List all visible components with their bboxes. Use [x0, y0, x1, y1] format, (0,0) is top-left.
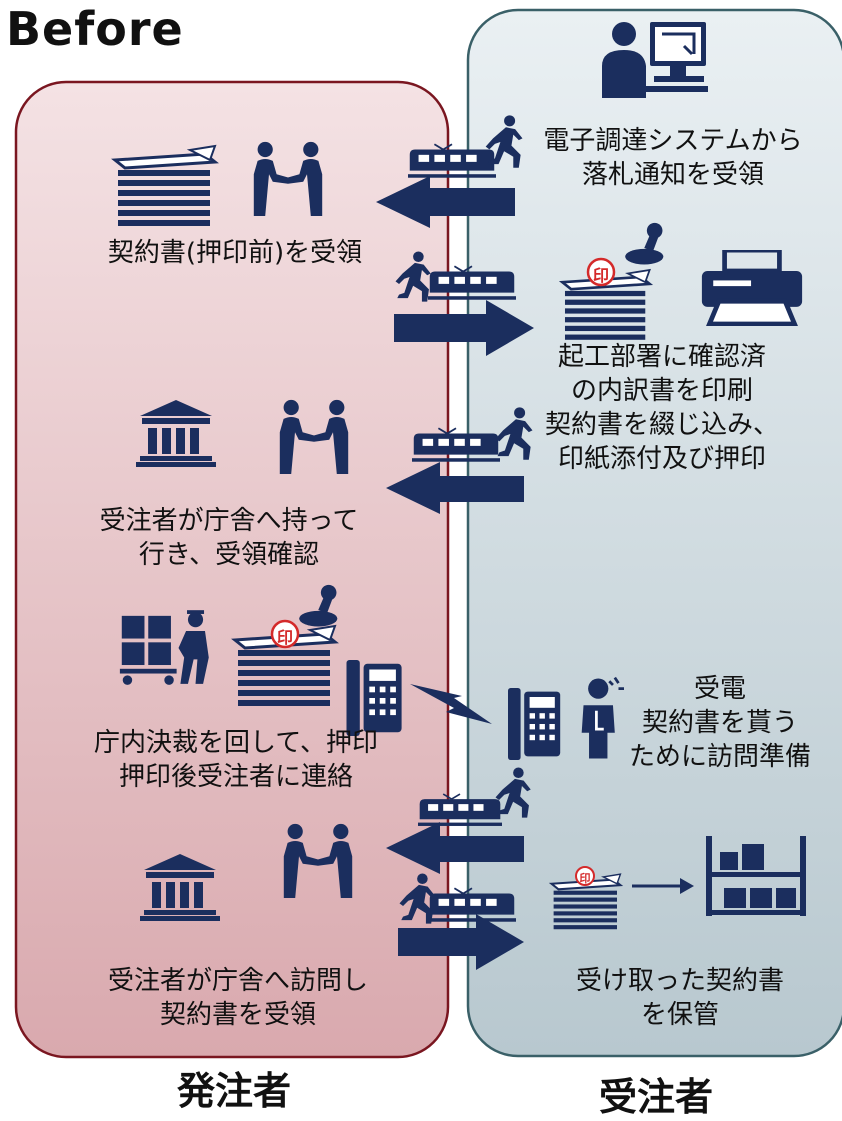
phone-icon — [346, 660, 402, 736]
step-label-phone-prepare: 受電 契約書を貰う ために訪問準備 — [628, 674, 811, 772]
arrow-left-1 — [376, 176, 515, 228]
step-label-internal-approval: 庁内決裁を回して、押印 押印後受注者に連絡 — [94, 728, 378, 792]
orderer-lane — [14, 80, 450, 1059]
storage-arrow-head — [680, 878, 694, 894]
seal-mark — [586, 257, 616, 287]
lightning-icon — [410, 684, 492, 724]
arrow-right-2 — [398, 914, 524, 970]
seal-mark — [575, 866, 595, 886]
seal-glyph: 印 — [580, 872, 591, 885]
step-label-award-notice: 電子調達システムから 落札通知を受領 — [543, 126, 803, 190]
step-label-deliver-confirm: 受注者が庁舎へ持って 行き、受領確認 — [99, 506, 359, 570]
arrow-right-1 — [394, 300, 534, 356]
arrow-left-2 — [386, 462, 524, 514]
paper-stack-icon — [113, 144, 217, 228]
step-label-store-contract: 受け取った契約書 を保管 — [575, 966, 784, 1030]
step-label-print-and-stamp: 起工部署に確認済 の内訳書を印刷 契約書を綴じ込み、 印紙添付及び押印 — [544, 342, 779, 474]
step-label-receive-unstamped: 契約書(押印前)を受領 — [107, 238, 363, 268]
lane-label-orderer: 発注者 — [176, 1069, 291, 1113]
seal-glyph: 印 — [277, 628, 293, 647]
seal-mark — [270, 619, 300, 649]
pc-worker-icon — [600, 20, 710, 100]
arrow-left-3 — [386, 822, 524, 874]
seal-glyph: 印 — [593, 266, 609, 285]
page-title: Before — [6, 2, 184, 56]
phone-icon — [508, 688, 561, 760]
lane-label-contractor: 受注者 — [598, 1075, 713, 1119]
step-label-visit-receive: 受注者が庁舎へ訪問し 契約書を受領 — [107, 966, 368, 1030]
